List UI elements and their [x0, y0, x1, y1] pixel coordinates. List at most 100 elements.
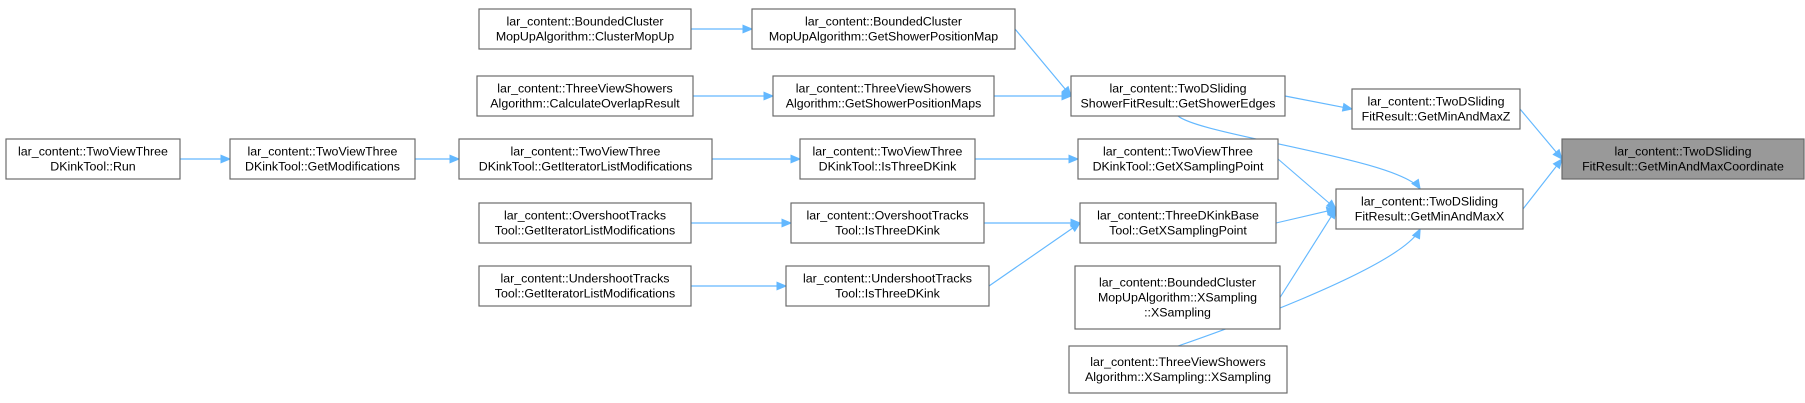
node-label-line: Algorithm::GetShowerPositionMaps — [786, 97, 982, 111]
edge-bcm-xsampling-to-tds-get-min-and-max-x — [1279, 207, 1337, 298]
node-label-line: lar_content::BoundedCluster — [805, 15, 962, 29]
node-bcm-xsampling[interactable]: lar_content::BoundedClusterMopUpAlgorith… — [1074, 265, 1281, 330]
node-label-line: Tool::IsThreeDKink — [835, 287, 940, 301]
node-tvt-get-modifications[interactable]: lar_content::TwoViewThreeDKinkTool::GetM… — [229, 138, 416, 180]
edge-tdk-get-x-sampling-point-to-tds-get-min-and-max-x — [1275, 206, 1338, 224]
node-tds-get-min-and-max-z[interactable]: lar_content::TwoDSlidingFitResult::GetMi… — [1351, 88, 1521, 130]
node-bcm-get-shower-position-map[interactable]: lar_content::BoundedClusterMopUpAlgorith… — [751, 8, 1016, 50]
node-label-line: lar_content::BoundedCluster — [506, 15, 663, 29]
node-label-line: lar_content::ThreeViewShowers — [1090, 355, 1265, 369]
node-label-line: Tool::GetIteratorListModifications — [495, 287, 675, 301]
edge-line — [1284, 95, 1344, 108]
edge-layer — [180, 24, 1563, 347]
node-tvt-get-iterator-list-modifications[interactable]: lar_content::TwoViewThreeDKinkTool::GetI… — [458, 138, 713, 180]
node-box — [1561, 138, 1805, 180]
node-label-line: lar_content::TwoDSliding — [1367, 95, 1504, 109]
edge-bcm-get-shower-position-map-to-tds-get-shower-edges — [1014, 28, 1072, 97]
node-label-line: FitResult::GetMinAndMaxZ — [1362, 110, 1511, 124]
node-box — [1077, 138, 1279, 180]
node-bcm-cluster-mop-up[interactable]: lar_content::BoundedClusterMopUpAlgorith… — [478, 8, 692, 50]
node-label-line: Tool::GetXSamplingPoint — [1109, 224, 1247, 238]
node-tvs-calculate-overlap-result[interactable]: lar_content::ThreeViewShowersAlgorithm::… — [476, 75, 694, 117]
edge-arrowhead — [1411, 178, 1421, 191]
edge-tvs-calculate-overlap-result-to-tvs-get-shower-position-maps — [693, 91, 775, 101]
edge-arrowhead — [1327, 207, 1337, 220]
node-label-line: ::XSampling — [1144, 306, 1211, 320]
node-tvs-xsampling[interactable]: lar_content::ThreeViewShowersAlgorithm::… — [1068, 345, 1288, 394]
node-tds-get-min-and-max-coordinate[interactable]: lar_content::TwoDSlidingFitResult::GetMi… — [1561, 138, 1805, 180]
edge-arrowhead — [1552, 148, 1563, 160]
node-label-line: MopUpAlgorithm::ClusterMopUp — [496, 30, 674, 44]
node-label-line: lar_content::TwoViewThree — [511, 145, 661, 159]
node-label-line: Tool::GetIteratorListModifications — [495, 224, 675, 238]
edge-line — [1279, 216, 1332, 298]
node-tdk-get-x-sampling-point[interactable]: lar_content::ThreeDKinkBaseTool::GetXSam… — [1079, 202, 1277, 244]
node-box — [5, 138, 181, 180]
node-tvt-get-x-sampling-point[interactable]: lar_content::TwoViewThreeDKinkTool::GetX… — [1077, 138, 1279, 180]
edge-ut-get-iterator-list-modifications-to-ut-is-three-d-kink — [691, 281, 788, 291]
edge-ot-get-iterator-list-modifications-to-ot-is-three-d-kink — [691, 218, 793, 228]
node-box — [785, 265, 990, 307]
node-box — [229, 138, 416, 180]
edge-arrowhead — [1411, 227, 1421, 240]
node-ut-get-iterator-list-modifications[interactable]: lar_content::UndershootTracksTool::GetIt… — [478, 265, 692, 307]
node-label-line: lar_content::TwoDSliding — [1361, 195, 1498, 209]
node-ot-get-iterator-list-modifications[interactable]: lar_content::OvershootTracksTool::GetIte… — [478, 202, 692, 244]
edge-tds-get-shower-edges-to-tds-get-min-and-max-x — [1177, 115, 1421, 191]
node-label-line: DKinkTool::GetXSamplingPoint — [1093, 160, 1264, 174]
node-label-line: DKinkTool::Run — [50, 160, 136, 174]
edge-arrowhead — [1341, 102, 1354, 112]
edge-tvt-is-three-d-kink-to-tvt-get-x-sampling-point — [975, 154, 1080, 164]
node-label-line: lar_content::TwoDSliding — [1109, 82, 1246, 96]
edge-arrowhead — [1325, 199, 1337, 210]
node-box — [1079, 202, 1277, 244]
node-tvs-get-shower-position-maps[interactable]: lar_content::ThreeViewShowersAlgorithm::… — [772, 75, 995, 117]
node-label-line: FitResult::GetMinAndMaxCoordinate — [1582, 160, 1784, 174]
node-label-line: lar_content::UndershootTracks — [501, 272, 670, 286]
edge-line — [1014, 28, 1066, 90]
edge-line — [1519, 108, 1557, 153]
node-box — [772, 75, 995, 117]
edge-arrowhead — [781, 218, 793, 228]
edge-arrowhead — [449, 154, 461, 164]
node-box — [1068, 345, 1288, 394]
edge-arrowhead — [1068, 154, 1080, 164]
edge-arrowhead — [742, 24, 754, 34]
node-box — [790, 202, 985, 244]
node-box — [799, 138, 976, 180]
edge-line — [1277, 158, 1330, 204]
node-tds-get-shower-edges[interactable]: lar_content::TwoDSlidingShowerFitResult:… — [1070, 75, 1286, 117]
edge-ut-is-three-d-kink-to-tdk-get-x-sampling-point — [988, 222, 1082, 287]
node-tds-get-min-and-max-x[interactable]: lar_content::TwoDSlidingFitResult::GetMi… — [1335, 188, 1524, 230]
node-label-line: ShowerFitResult::GetShowerEdges — [1081, 97, 1276, 111]
edge-tvt-get-modifications-to-tvt-get-iterator-list-modifications — [415, 154, 461, 164]
node-ut-is-three-d-kink[interactable]: lar_content::UndershootTracksTool::IsThr… — [785, 265, 990, 307]
edge-ot-is-three-d-kink-to-tdk-get-x-sampling-point — [984, 218, 1082, 228]
node-tvt-is-three-d-kink[interactable]: lar_content::TwoViewThreeDKinkTool::IsTh… — [799, 138, 976, 180]
node-label-line: Algorithm::CalculateOverlapResult — [490, 97, 680, 111]
node-label-line: MopUpAlgorithm::XSampling — [1098, 291, 1257, 305]
edge-line — [1522, 165, 1557, 210]
node-box — [476, 75, 694, 117]
node-label-line: Tool::IsThreeDKink — [835, 224, 940, 238]
edge-arrowhead — [1552, 157, 1563, 170]
edge-arrowhead — [1061, 91, 1073, 101]
node-box — [1070, 75, 1286, 117]
node-box — [478, 202, 692, 244]
edge-tds-get-min-and-max-z-to-tds-get-min-and-max-coordinate — [1519, 108, 1563, 160]
node-label-line: lar_content::UndershootTracks — [803, 272, 972, 286]
node-label-line: DKinkTool::IsThreeDKink — [819, 160, 958, 174]
node-ot-is-three-d-kink[interactable]: lar_content::OvershootTracksTool::IsThre… — [790, 202, 985, 244]
node-label-line: lar_content::OvershootTracks — [504, 209, 666, 223]
node-label-line: lar_content::TwoDSliding — [1614, 145, 1751, 159]
node-layer: lar_content::BoundedClusterMopUpAlgorith… — [5, 8, 1805, 394]
edge-tvt-run-to-tvt-get-modifications — [180, 154, 232, 164]
node-box — [751, 8, 1016, 50]
node-box — [1074, 265, 1281, 330]
node-box — [1335, 188, 1524, 230]
edge-line — [1177, 228, 1421, 347]
edge-arrowhead — [220, 154, 232, 164]
node-box — [478, 8, 692, 50]
